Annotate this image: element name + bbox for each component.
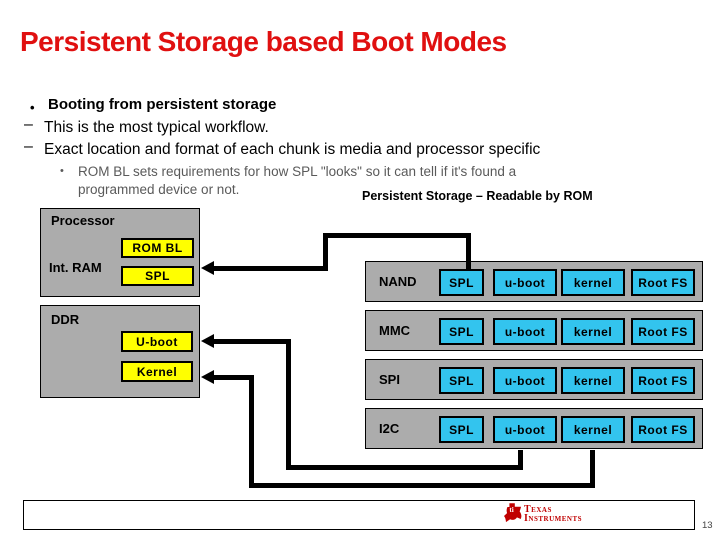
page-number: 13 (702, 520, 713, 531)
storage-row-mmc: MMC SPL u-boot kernel Root FS (365, 310, 703, 351)
i2c-uboot: u-boot (493, 416, 557, 443)
connector-spl-horiz-low (212, 266, 328, 271)
spi-kernel: kernel (561, 367, 625, 394)
connector-kernel-vert-left (249, 375, 254, 488)
mmc-spl: SPL (439, 318, 484, 345)
connector-uboot-horiz-low (286, 465, 523, 470)
mmc-uboot: u-boot (493, 318, 557, 345)
spl-chunk: SPL (121, 266, 194, 286)
processor-label: Processor (51, 213, 115, 228)
connector-spl-vert-right (466, 233, 471, 270)
row-name: SPI (379, 372, 400, 387)
row-name: NAND (379, 274, 417, 289)
connector-kernel-vert-right (590, 450, 595, 488)
dash-marker: – (24, 116, 33, 133)
connector-uboot-vert-right (518, 450, 523, 470)
connector-spl-vert-left (323, 233, 328, 271)
ddr-box: DDR U-boot Kernel (40, 305, 200, 398)
dash-marker: – (24, 138, 33, 155)
svg-text:ti: ti (509, 506, 513, 514)
subbullet-rombl-line1: ROM BL sets requirements for how SPL "lo… (78, 164, 517, 179)
ti-logo: ti Texas Instruments (504, 503, 624, 527)
subbullet-rombl-line2: programmed device or not. (78, 182, 240, 197)
bullet-exact-location: Exact location and format of each chunk … (44, 141, 541, 158)
i2c-kernel: kernel (561, 416, 625, 443)
mmc-rootfs: Root FS (631, 318, 695, 345)
storage-row-i2c: I2C SPL u-boot kernel Root FS (365, 408, 703, 449)
nand-rootfs: Root FS (631, 269, 695, 296)
spi-uboot: u-boot (493, 367, 557, 394)
connector-kernel-horiz-top (212, 375, 254, 380)
storage-row-nand: NAND SPL u-boot kernel Root FS (365, 261, 703, 302)
i2c-rootfs: Root FS (631, 416, 695, 443)
bullet-booting: Booting from persistent storage (48, 96, 277, 113)
bullet-marker: • (30, 100, 35, 115)
row-name: MMC (379, 323, 411, 338)
spi-spl: SPL (439, 367, 484, 394)
kernel-chunk: Kernel (121, 361, 193, 382)
processor-box: Processor Int. RAM ROM BL SPL (40, 208, 200, 297)
bullet-typical-workflow: This is the most typical workflow. (44, 119, 269, 136)
nand-kernel: kernel (561, 269, 625, 296)
arrowhead-uboot (201, 334, 214, 348)
arrowhead-kernel (201, 370, 214, 384)
ddr-label: DDR (51, 312, 80, 327)
slide-title: Persistent Storage based Boot Modes (20, 26, 507, 57)
ti-brand-bottom: Instruments (524, 513, 583, 524)
uboot-chunk: U-boot (121, 331, 193, 352)
connector-uboot-horiz-top (212, 339, 291, 344)
ti-brand-top: Texas (524, 504, 552, 515)
rom-bl-chunk: ROM BL (121, 238, 194, 258)
connector-spl-horiz-top (323, 233, 471, 238)
connector-kernel-horiz-low (249, 483, 595, 488)
nand-uboot: u-boot (493, 269, 557, 296)
nand-spl: SPL (439, 269, 484, 296)
persistent-storage-label: Persistent Storage – Readable by ROM (362, 189, 593, 203)
mmc-kernel: kernel (561, 318, 625, 345)
connector-uboot-vert-left (286, 339, 291, 470)
arrowhead-spl (201, 261, 214, 275)
ti-brand-text: Texas Instruments (524, 504, 583, 524)
ti-bug-icon: ti (504, 503, 522, 523)
int-ram-label: Int. RAM (49, 260, 102, 275)
storage-row-spi: SPI SPL u-boot kernel Root FS (365, 359, 703, 400)
spi-rootfs: Root FS (631, 367, 695, 394)
i2c-spl: SPL (439, 416, 484, 443)
bullet-marker: • (60, 165, 64, 177)
row-name: I2C (379, 421, 400, 436)
footer-box (23, 500, 695, 530)
